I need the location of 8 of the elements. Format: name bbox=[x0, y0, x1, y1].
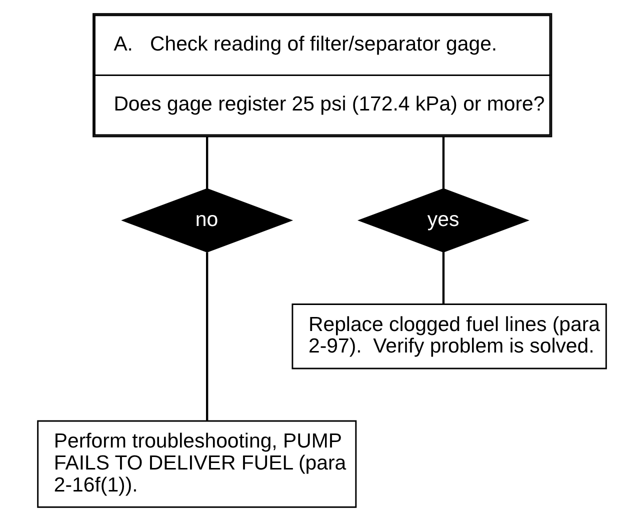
node-box: Replace clogged fuel lines (para 2-97). Verify problem is solved. bbox=[291, 304, 606, 370]
node-diamond: no bbox=[120, 188, 293, 253]
connector bbox=[206, 252, 208, 421]
node-diamond: yes bbox=[356, 188, 529, 253]
connector bbox=[442, 136, 444, 189]
node-box: Perform troubleshooting, PUMP FAILS TO DELIVER FUEL (para 2-16f(1)). bbox=[36, 420, 356, 508]
connector bbox=[442, 252, 444, 304]
connector bbox=[206, 136, 208, 189]
